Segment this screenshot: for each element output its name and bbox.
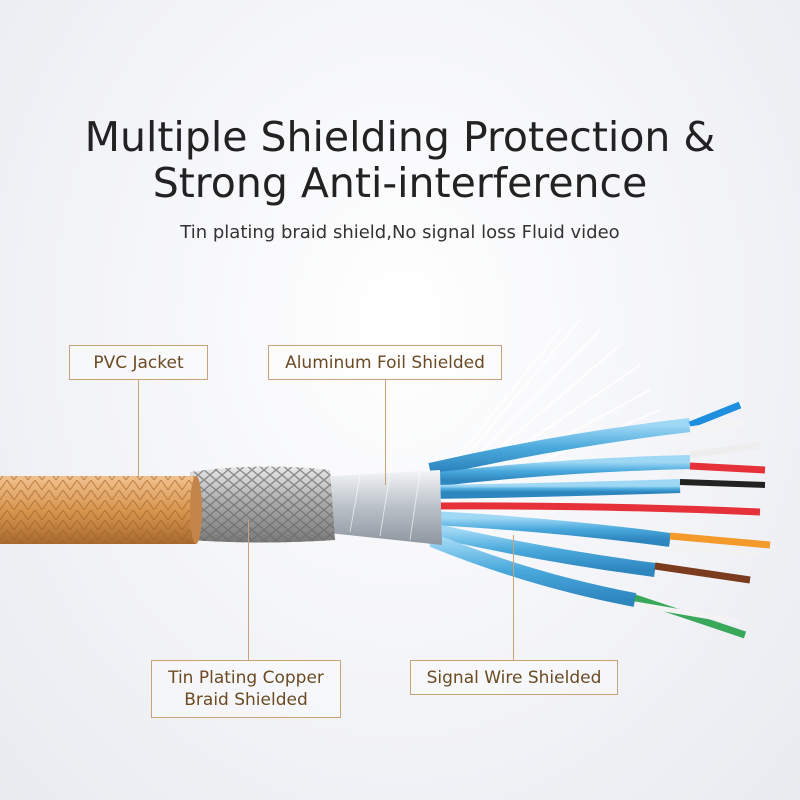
label-signal-wire: Signal Wire Shielded	[410, 660, 618, 695]
headline-line-2: Strong Anti-interference	[152, 159, 648, 207]
label-aluminum-foil-text: Aluminum Foil Shielded	[285, 352, 485, 373]
tin-copper-braid-layer	[190, 466, 335, 543]
subtitle: Tin plating braid shield,No signal loss …	[180, 222, 620, 243]
pvc-jacket-layer	[0, 476, 202, 544]
leader-line-aluminum-foil	[385, 380, 386, 485]
leader-line-pvc-jacket	[138, 380, 139, 480]
label-signal-wire-text: Signal Wire Shielded	[426, 667, 602, 688]
label-pvc-jacket-text: PVC Jacket	[93, 352, 184, 373]
leader-line-tin-braid	[248, 520, 249, 660]
label-tin-braid-text-1: Tin Plating Copper	[168, 668, 324, 688]
label-tin-braid-text-2: Braid Shielded	[184, 690, 308, 710]
signal-wires	[428, 319, 771, 639]
label-aluminum-foil: Aluminum Foil Shielded	[268, 345, 502, 380]
aluminum-foil-layer	[300, 470, 442, 545]
headline-line-1: Multiple Shielding Protection &	[84, 113, 716, 161]
label-pvc-jacket: PVC Jacket	[69, 345, 208, 380]
leader-line-signal-wire	[513, 535, 514, 660]
label-tin-braid: Tin Plating Copper Braid Shielded	[151, 660, 341, 718]
